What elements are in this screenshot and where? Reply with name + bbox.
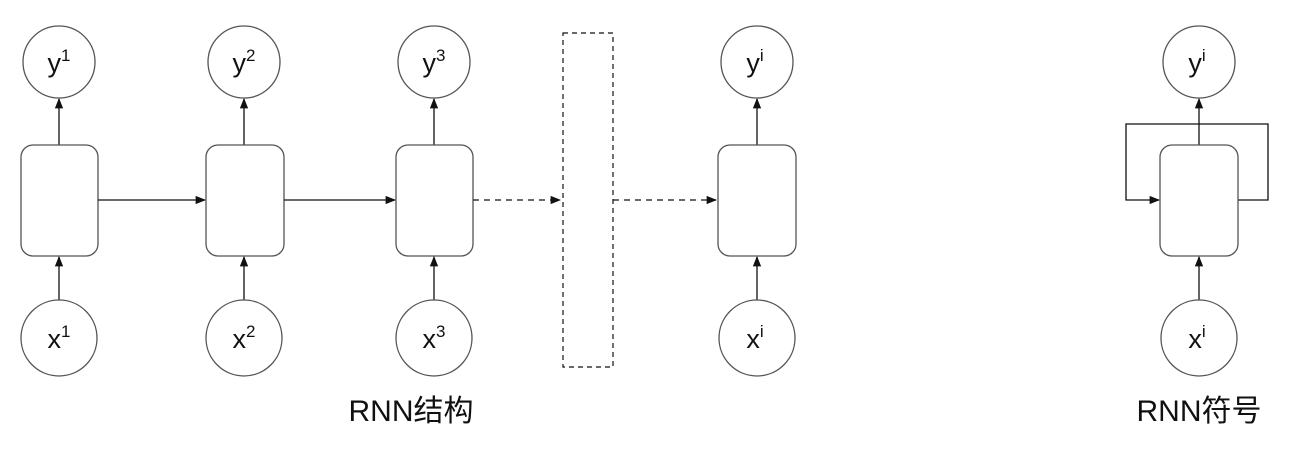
input-node-x2 — [205, 299, 283, 377]
time-step-1: y1 x1 — [20, 25, 99, 377]
ellipsis-box — [562, 32, 614, 368]
output-label-yi: yi — [746, 46, 763, 78]
output-label-y3: y3 — [423, 46, 446, 78]
input-label-x3: x3 — [423, 322, 446, 354]
folded-caption: RNN符号 — [1137, 395, 1262, 428]
unrolled-rnn: y1 x1 y2 x2 y3 x3 — [20, 25, 797, 428]
input-node-x3 — [395, 299, 473, 377]
folded-rnn-cell — [1159, 144, 1239, 257]
rnn-cell-i — [717, 144, 797, 257]
input-label-xi: xi — [746, 322, 763, 354]
rnn-cell-2 — [205, 144, 285, 257]
folded-input-label: xi — [1188, 322, 1205, 354]
recurrent-loop-arrow — [1125, 123, 1269, 205]
time-step-i: yi xi — [717, 25, 797, 377]
folded-input-node — [1160, 299, 1238, 377]
input-node-x1 — [20, 299, 98, 377]
folded-output-label: yi — [1188, 46, 1205, 78]
output-label-y2: y2 — [233, 46, 256, 78]
rnn-cell-1 — [20, 144, 99, 257]
time-step-2: y2 x2 — [205, 25, 285, 377]
input-label-x2: x2 — [233, 322, 256, 354]
input-label-x1: x1 — [48, 322, 71, 354]
unrolled-caption: RNN结构 — [349, 395, 474, 428]
time-step-3: y3 x3 — [395, 25, 474, 377]
rnn-cell-3 — [395, 144, 474, 257]
folded-rnn: yi xi RNN符号 — [1125, 25, 1269, 428]
input-node-xi — [718, 299, 796, 377]
output-label-y1: y1 — [48, 46, 71, 78]
